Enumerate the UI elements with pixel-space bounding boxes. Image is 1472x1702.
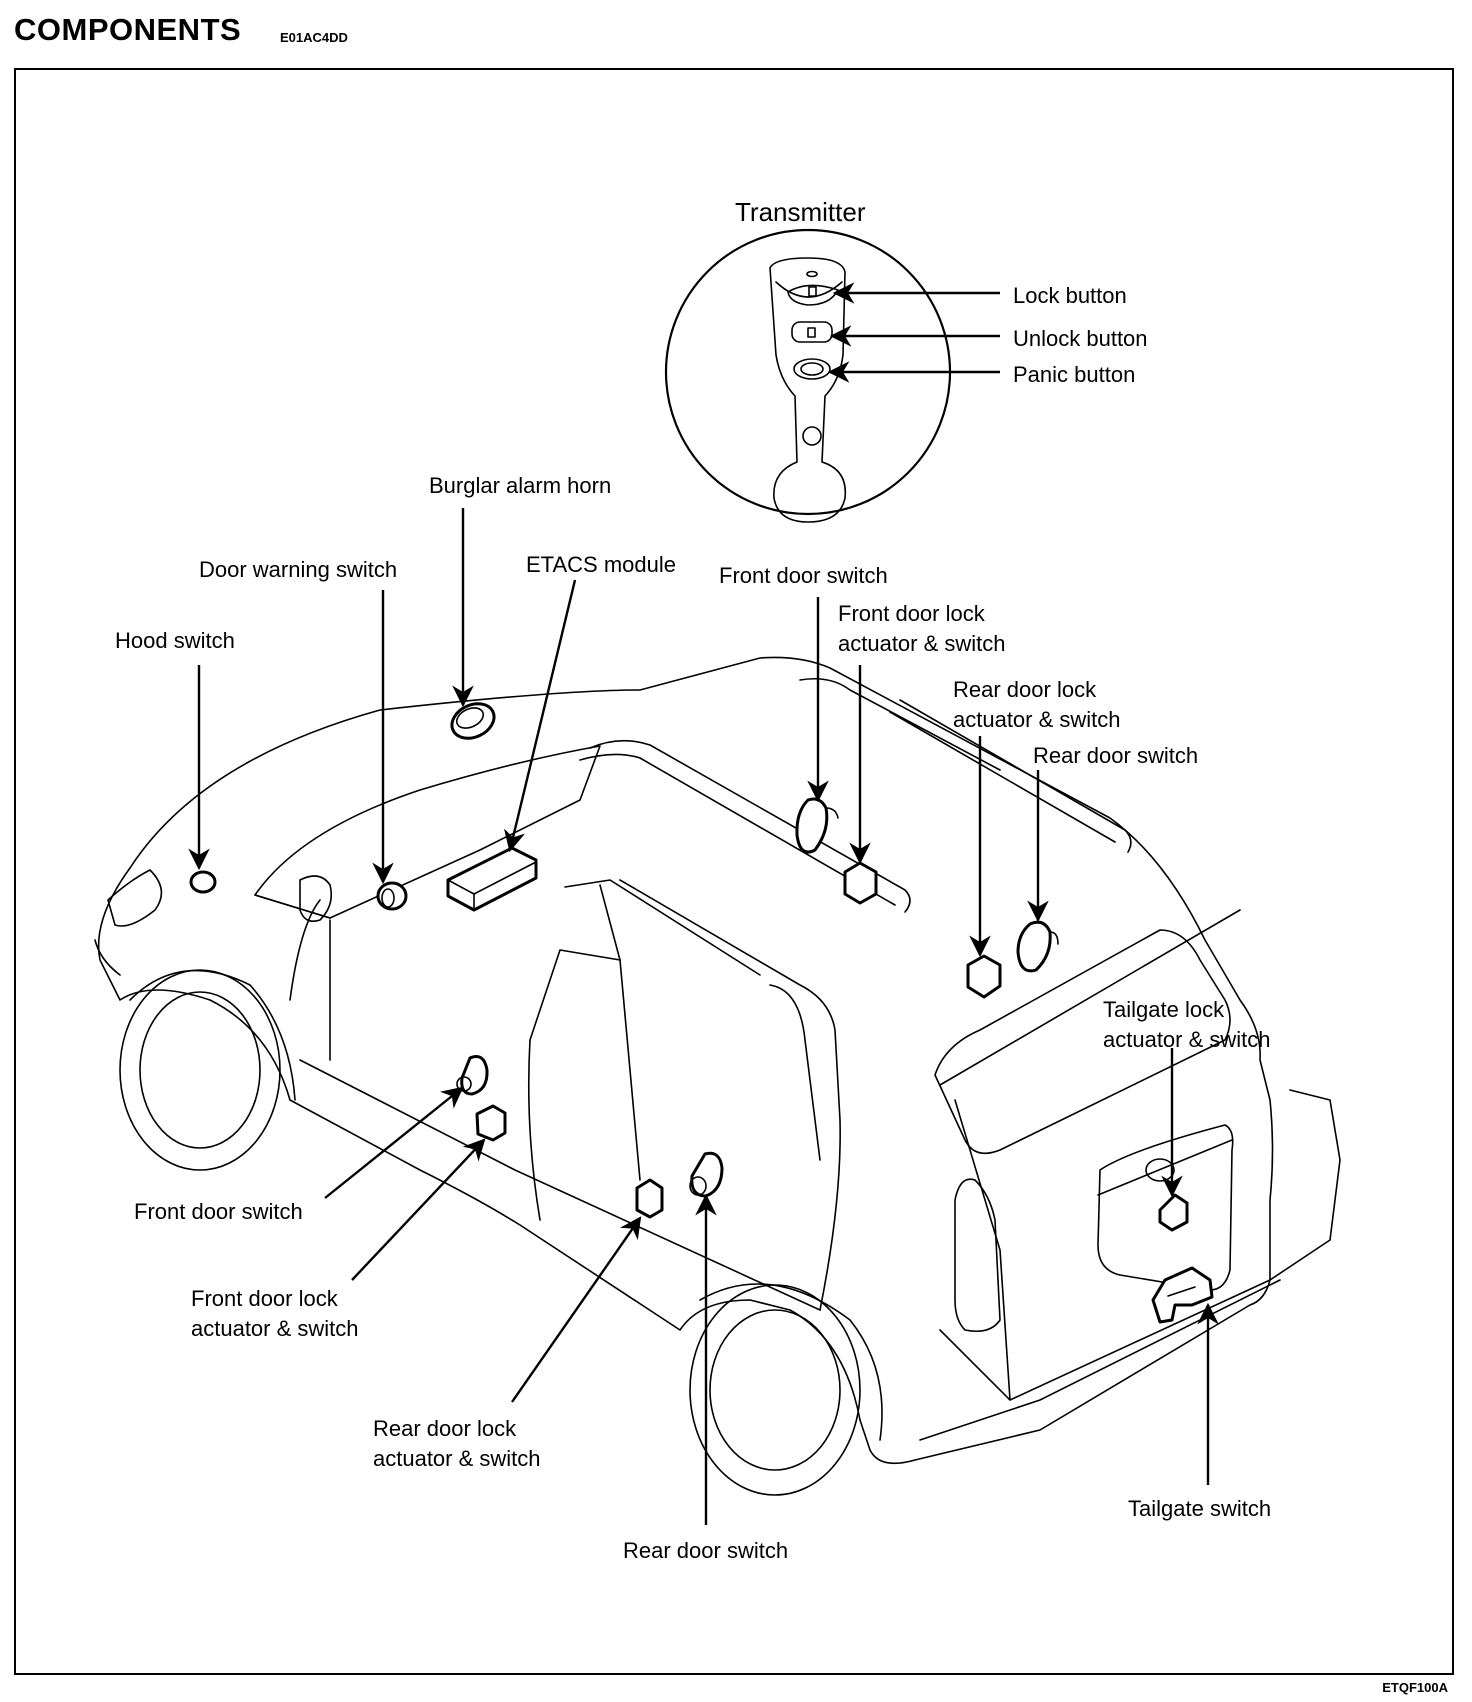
- rear-door-switch-bottom-icon: [689, 1151, 724, 1198]
- front-door-lock-top-icon: [843, 861, 878, 905]
- leader-front-door-switch-bottom: [324, 1086, 464, 1199]
- label-rear-door-lock-top: Rear door lock actuator & switch: [953, 677, 1121, 732]
- hood-switch-icon: [189, 870, 217, 894]
- label-tailgate-switch: Tailgate switch: [1128, 1496, 1272, 1521]
- etacs-module-icon: [446, 846, 538, 912]
- label-front-door-switch-top: Front door switch: [719, 563, 888, 588]
- label-unlock-button: Unlock button: [1013, 326, 1148, 351]
- label-lock-button: Lock button: [1013, 283, 1127, 308]
- label-door-warning-switch: Door warning switch: [199, 557, 398, 582]
- label-tailgate-lock: Tailgate lock actuator & switch: [1103, 997, 1271, 1052]
- diagram-frame: [14, 68, 1454, 1675]
- page-title: COMPONENTS: [14, 12, 242, 47]
- panic-button-icon: [793, 358, 831, 380]
- component-markers: [189, 702, 1214, 1324]
- label-hood-switch: Hood switch: [115, 628, 235, 653]
- label-front-door-lock-bottom: Front door lock actuator & switch: [191, 1286, 359, 1341]
- label-etacs-module: ETACS module: [526, 552, 676, 577]
- label-rear-door-switch-bottom: Rear door switch: [623, 1538, 789, 1563]
- figure-code: ETQF100A: [1382, 1680, 1448, 1695]
- front-door-lock-bottom-icon: [475, 1104, 507, 1142]
- label-panic-button: Panic button: [1013, 362, 1136, 387]
- transmitter-illustration: [664, 228, 1000, 523]
- rear-door-lock-top-icon: [966, 954, 1002, 999]
- key-ring-hole: [802, 426, 822, 446]
- leader-lines: [188, 508, 1219, 1525]
- rear-door-switch-top-icon: [1016, 920, 1059, 973]
- section-code: E01AC4DD: [280, 30, 348, 45]
- unlock-button-icon: [791, 321, 833, 343]
- lock-button-icon: [787, 284, 839, 306]
- leader-etacs-module: [504, 579, 577, 853]
- door-warning-switch-icon: [376, 881, 408, 911]
- leader-rear-door-lock-bottom: [511, 1216, 642, 1403]
- label-burglar-alarm-horn: Burglar alarm horn: [429, 473, 612, 498]
- rear-door-lock-bottom-icon: [635, 1178, 664, 1219]
- burglar-alarm-horn-icon: [450, 702, 496, 740]
- transmitter-title: Transmitter: [735, 197, 866, 227]
- vehicle-outline: [94, 656, 1341, 1496]
- brand-logo-icon: [1145, 1158, 1175, 1182]
- key-fob-body: [769, 257, 847, 523]
- front-door-switch-top-icon: [795, 797, 839, 854]
- label-rear-door-switch-top: Rear door switch: [1033, 743, 1199, 768]
- label-front-door-lock-top: Front door lock actuator & switch: [838, 601, 1006, 656]
- tailgate-switch-icon: [1151, 1266, 1214, 1324]
- label-rear-door-lock-bottom: Rear door lock actuator & switch: [373, 1416, 541, 1471]
- tailgate-lock-icon: [1158, 1193, 1189, 1232]
- leader-front-door-lock-bottom: [351, 1138, 486, 1281]
- label-front-door-switch-bottom: Front door switch: [134, 1199, 303, 1224]
